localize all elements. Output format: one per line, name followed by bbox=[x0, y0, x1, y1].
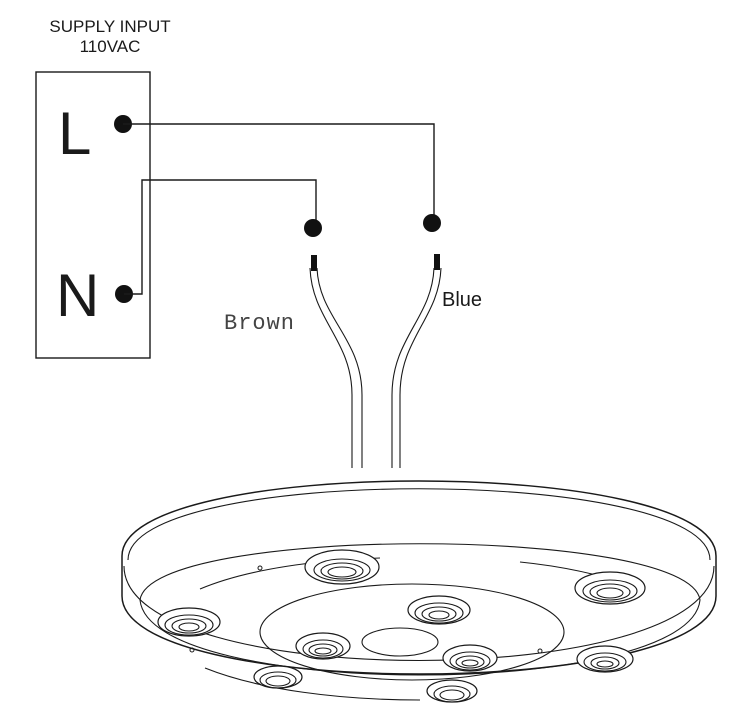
terminal-block bbox=[35, 71, 151, 359]
fixture-rim bbox=[121, 480, 717, 675]
live-connector-dot bbox=[423, 214, 441, 232]
ceiling-fixture bbox=[121, 480, 717, 703]
fixture-face bbox=[139, 543, 701, 676]
brown-wire-label: Brown bbox=[224, 311, 295, 336]
led-emitter bbox=[157, 607, 221, 637]
led-emitter bbox=[426, 679, 478, 703]
led-emitter bbox=[576, 645, 634, 673]
inner-ring bbox=[259, 583, 565, 681]
neutral-connector-dot bbox=[304, 219, 322, 237]
led-emitter bbox=[442, 644, 498, 672]
led-emitter bbox=[295, 632, 351, 660]
led-emitter bbox=[407, 595, 471, 625]
terminal-n-label: N bbox=[56, 262, 99, 329]
blue-lead-tip bbox=[434, 254, 440, 270]
fixture-leads bbox=[309, 254, 442, 468]
neutral-wire bbox=[124, 179, 317, 295]
led-emitter bbox=[574, 571, 646, 605]
center-hub bbox=[361, 627, 439, 657]
led-emitter bbox=[304, 549, 380, 585]
live-wire bbox=[123, 123, 435, 222]
terminal-l-label: L bbox=[58, 100, 91, 167]
led-emitter bbox=[253, 665, 303, 689]
supply-title-line1: SUPPLY INPUT bbox=[49, 17, 170, 36]
supply-title-line2: 110VAC bbox=[80, 37, 141, 56]
blue-wire-label: Blue bbox=[442, 289, 482, 311]
brown-lead-tip bbox=[311, 255, 317, 271]
